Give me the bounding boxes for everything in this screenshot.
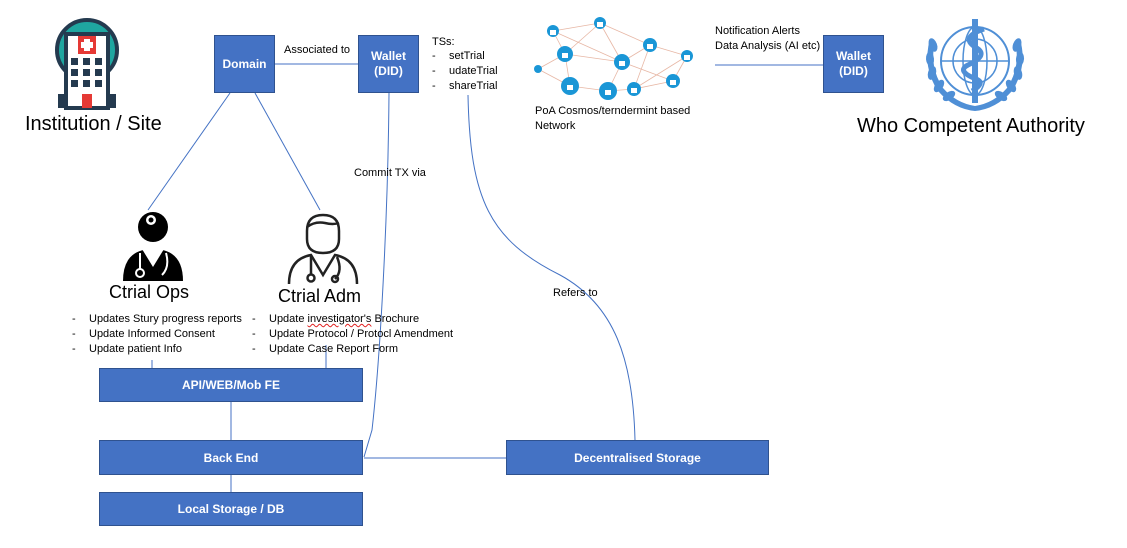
decentralised-storage-box: Decentralised Storage	[506, 440, 769, 475]
who-authority-label: Who Competent Authority	[857, 115, 1085, 137]
local-storage-db-box: Local Storage / DB	[99, 492, 363, 526]
blockchain-network-icon	[534, 17, 693, 100]
domain-box: Domain	[214, 35, 275, 93]
notification-alerts-label: Notification Alerts	[715, 25, 800, 37]
connector-wallet-backend-curve	[363, 92, 390, 458]
connector-domain-adm	[254, 92, 321, 211]
ctrial-ops-tasks: Updates Stury progress reports Update In…	[72, 312, 242, 357]
ctrial-adm-title: Ctrial Adm	[278, 286, 362, 306]
hospital-icon	[55, 18, 119, 110]
ops-task-item: Update patient Info	[72, 342, 242, 357]
refers-to-label: Refers to	[553, 287, 598, 299]
ctrial-adm-tasks: Update investigator's Brochure Update Pr…	[252, 312, 453, 357]
tx-item: setTrial	[432, 49, 498, 64]
ctrial-ops-title: Ctrial Ops	[109, 282, 190, 302]
txs-list: setTrial udateTrial shareTrial	[432, 49, 498, 94]
tx-item: udateTrial	[432, 64, 498, 79]
associated-to-label: Associated to	[284, 44, 351, 56]
doctor-adm-icon	[287, 213, 359, 285]
ops-task-item: Update Informed Consent	[72, 327, 242, 342]
adm-task-item: Update Protocol / Protocl Amendment	[252, 327, 453, 342]
adm-task-underlined-word: investigator's	[307, 313, 372, 325]
institution-site-label: Institution / Site	[25, 113, 162, 135]
api-web-mob-fe-box: API/WEB/Mob FE	[99, 368, 363, 402]
connector-domain-ops	[147, 92, 231, 211]
tx-item: shareTrial	[432, 79, 498, 94]
ops-task-item: Updates Stury progress reports	[72, 312, 242, 327]
data-analysis-label: Data Analysis (AI etc)	[715, 40, 821, 52]
wallet-did-box-left: Wallet (DID)	[358, 35, 419, 93]
wallet-did-box-right: Wallet (DID)	[823, 35, 884, 93]
adm-task-item: Update investigator's Brochure	[252, 312, 453, 327]
commit-tx-via-label: Commit TX via	[354, 167, 426, 179]
adm-task-suffix: Brochure	[371, 313, 420, 325]
network-label: PoA Cosmos/terndermint based Network	[535, 105, 691, 132]
back-end-box: Back End	[99, 440, 363, 475]
doctor-ops-icon	[123, 212, 183, 281]
txs-title: TSs:	[432, 36, 455, 48]
adm-task-prefix: Update	[269, 313, 308, 325]
connector-network-decentralised-curve	[467, 94, 636, 441]
adm-task-item: Update Case Report Form	[252, 342, 453, 357]
who-emblem-icon	[925, 19, 1025, 111]
